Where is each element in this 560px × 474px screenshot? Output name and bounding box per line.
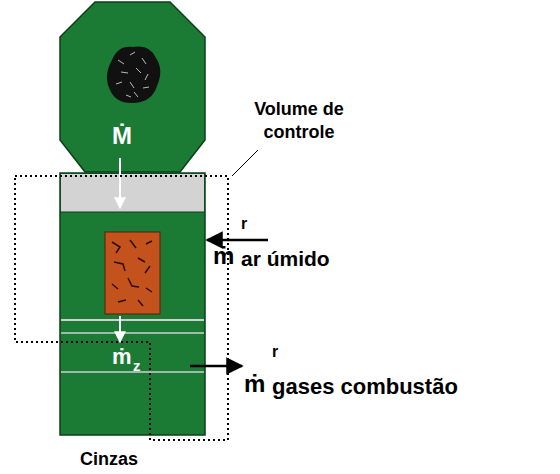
air-inlet-arrow	[207, 239, 268, 242]
hopper-node: Ṁ	[60, 0, 205, 172]
flow-subscript: z	[133, 358, 141, 373]
hopper-shape	[60, 2, 205, 172]
fuel-texture	[116, 52, 149, 97]
mass-flow-symbol: Ṁ	[112, 124, 132, 148]
fuel-lump	[107, 46, 160, 103]
mass-flow-symbol: ṁ	[244, 372, 265, 396]
feed-arrow	[119, 158, 121, 208]
control-volume	[15, 176, 228, 440]
feed-band	[61, 174, 204, 212]
furnace-body	[60, 173, 205, 435]
leader-line	[232, 150, 258, 176]
ash-flow-symbol: ṁ	[112, 346, 132, 368]
fire-box	[105, 232, 160, 314]
band-edge	[60, 212, 205, 213]
mass-flow-symbol: ṁ	[213, 244, 234, 268]
ash-arrow	[119, 316, 121, 342]
ash-line	[61, 371, 204, 373]
gas-label: gases combustão	[272, 376, 458, 398]
control-volume-label: Volume de controle	[240, 98, 358, 145]
fire-texture	[112, 240, 152, 306]
flow-superscript: r	[272, 344, 278, 360]
furnace-node: ṁz	[60, 173, 205, 435]
flow-superscript: r	[241, 216, 247, 232]
gas-outlet-arrow	[190, 365, 242, 368]
grate-line	[61, 319, 204, 321]
air-label: ar úmido	[241, 248, 330, 269]
grate-line	[61, 332, 204, 334]
ash-label: Cinzas	[80, 450, 138, 468]
